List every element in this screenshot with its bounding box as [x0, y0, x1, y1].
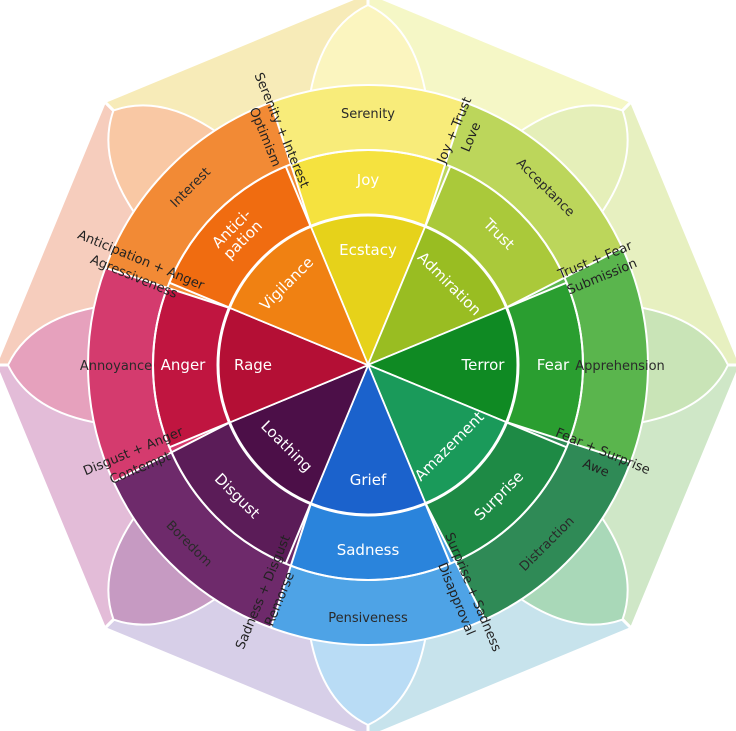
emotion-mid-joy: Joy	[356, 171, 380, 189]
emotion-mid-anger: Anger	[161, 356, 207, 374]
inner-ring	[216, 213, 520, 517]
emotion-mid-fear: Fear	[537, 356, 570, 374]
emotion-mid-fear-text: Fear	[537, 356, 570, 374]
emotion-outer-fear: Apprehension	[575, 359, 665, 374]
emotion-inner-fear-text: Terror	[461, 356, 506, 374]
emotion-inner-fear: Terror	[461, 356, 506, 374]
emotion-mid-anger-text: Anger	[161, 356, 207, 374]
intensity-rings	[152, 149, 584, 581]
emotion-mid-joy-text: Joy	[356, 171, 380, 189]
emotion-outer-joy-text: Serenity	[341, 107, 395, 122]
emotion-mid-sadness-text: Sadness	[337, 541, 400, 559]
emotion-inner-joy-text: Ecstacy	[339, 241, 397, 259]
emotion-inner-sadness: Grief	[350, 471, 387, 489]
emotion-petals	[6, 3, 730, 727]
emotion-outer-fear-text: Apprehension	[575, 359, 665, 374]
emotion-outer-anger: Annoyance	[80, 359, 152, 374]
emotion-outer-anger-text: Annoyance	[80, 359, 152, 374]
emotion-inner-anger: Rage	[234, 356, 272, 374]
emotion-outer-joy: Serenity	[341, 107, 395, 122]
mid-ring	[152, 149, 584, 581]
emotion-outer-sadness: Pensiveness	[328, 611, 408, 626]
emotion-inner-sadness-text: Grief	[350, 471, 387, 489]
emotion-outer-sadness-text: Pensiveness	[328, 611, 408, 626]
emotion-mid-sadness: Sadness	[337, 541, 400, 559]
emotion-inner-anger-text: Rage	[234, 356, 272, 374]
emotion-inner-joy: Ecstacy	[339, 241, 397, 259]
